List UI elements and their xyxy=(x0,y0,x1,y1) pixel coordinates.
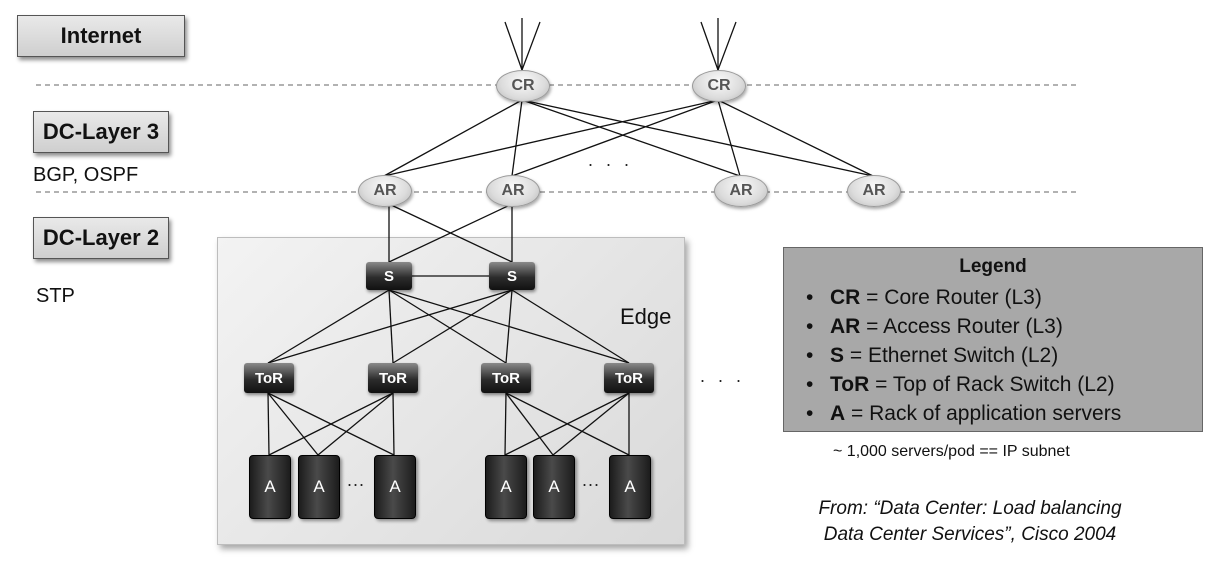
link-cr-ar xyxy=(717,99,741,177)
rack-5: A xyxy=(533,455,575,519)
link-cr-ar xyxy=(521,99,874,177)
rack-4: A xyxy=(485,455,527,519)
source-citation-line2: Data Center Services”, Cisco 2004 xyxy=(823,524,1117,545)
legend-list: • CR = Core Router (L3) • AR = Access Rout… xyxy=(806,283,1121,428)
edge-label: Edge xyxy=(620,304,672,329)
link-s-tor xyxy=(267,289,390,364)
tor-switch-2: ToR xyxy=(368,363,418,393)
bullet-icon: • xyxy=(806,344,814,367)
link-cr-ar xyxy=(521,99,741,177)
tor-switch-1: ToR xyxy=(244,363,294,393)
link-tor-rack xyxy=(392,392,395,456)
link-s-tor xyxy=(511,289,630,364)
link-cr-ar xyxy=(383,99,719,177)
link-cr-ar xyxy=(717,99,874,177)
link-cr-ar xyxy=(511,99,719,177)
legend-term: A xyxy=(830,402,846,425)
internet-label: Internet xyxy=(60,23,142,48)
access-router-2: AR xyxy=(486,175,540,207)
pod-ellipsis: . . . xyxy=(700,366,746,386)
link-cr-ar xyxy=(383,99,523,177)
link-s-tor xyxy=(267,289,513,364)
legend-desc: = Top of Rack Switch (L2) xyxy=(869,373,1115,396)
tor-switch-3: ToR xyxy=(481,363,531,393)
access-router-3: AR xyxy=(714,175,768,207)
access-router-4: AR xyxy=(847,175,901,207)
switch-1: S xyxy=(366,262,412,290)
rack-6: A xyxy=(609,455,651,519)
link-s-tor xyxy=(388,289,507,364)
legend-desc: = Rack of application servers xyxy=(845,402,1122,425)
core-ellipsis: . . . xyxy=(588,150,634,170)
dc-layer2-label-box: DC-Layer 2 xyxy=(33,217,169,259)
bullet-icon: • xyxy=(806,373,814,396)
source-citation-line1: From: “Data Center: Load balancing xyxy=(818,498,1122,519)
legend-box: Legend • CR = Core Router (L3) • AR = Acce… xyxy=(783,247,1203,432)
link-tor-rack xyxy=(504,392,507,456)
core-router-1: CR xyxy=(496,70,550,102)
rack-ellipsis-left: ... xyxy=(347,470,366,490)
tor-switch-4: ToR xyxy=(604,363,654,393)
bullet-icon: • xyxy=(806,315,814,338)
link-tor-rack xyxy=(552,392,630,456)
rack-2: A xyxy=(298,455,340,519)
link-tor-rack xyxy=(267,392,319,456)
legend-desc: = Core Router (L3) xyxy=(860,286,1042,309)
legend-item: • AR = Access Router (L3) xyxy=(806,312,1121,341)
legend-title: Legend xyxy=(959,256,1027,277)
link-tor-rack xyxy=(267,392,270,456)
legend-item: • S = Ethernet Switch (L2) xyxy=(806,341,1121,370)
rack-1: A xyxy=(249,455,291,519)
dc-layer2-label: DC-Layer 2 xyxy=(42,225,160,250)
link-s-tor xyxy=(392,289,513,364)
bullet-icon: • xyxy=(806,286,814,309)
antenna-line xyxy=(521,21,541,71)
legend-item: • ToR = Top of Rack Switch (L2) xyxy=(806,370,1121,399)
core-router-2: CR xyxy=(692,70,746,102)
link-ar-s xyxy=(388,203,513,263)
antenna-line xyxy=(700,21,719,71)
bgp-ospf-text: BGP, OSPF xyxy=(33,164,139,186)
dc-layer3-label-box: DC-Layer 3 xyxy=(33,111,169,153)
switch-2: S xyxy=(489,262,535,290)
legend-term: ToR xyxy=(830,373,870,396)
link-cr-ar xyxy=(511,99,523,177)
internet-label-box: Internet xyxy=(17,15,185,57)
link-tor-rack xyxy=(317,392,394,456)
access-router-1: AR xyxy=(358,175,412,207)
link-tor-rack xyxy=(268,392,394,456)
legend-term: CR xyxy=(830,286,861,309)
legend-desc: = Access Router (L3) xyxy=(860,315,1063,338)
legend-item: • A = Rack of application servers xyxy=(806,399,1121,428)
antenna-line xyxy=(717,21,737,71)
link-tor-rack xyxy=(504,392,630,456)
link-s-tor xyxy=(505,289,513,364)
bullet-icon: • xyxy=(806,402,814,425)
link-tor-rack xyxy=(505,392,554,456)
rack-ellipsis-right: ... xyxy=(582,470,601,490)
dc-layer3-label: DC-Layer 3 xyxy=(42,119,160,144)
legend-term: AR xyxy=(830,315,861,338)
legend-desc: = Ethernet Switch (L2) xyxy=(844,344,1059,367)
stp-text: STP xyxy=(36,285,75,307)
pod-size-note: ~ 1,000 servers/pod == IP subnet xyxy=(833,443,1070,460)
legend-item: • CR = Core Router (L3) xyxy=(806,283,1121,312)
pod-container xyxy=(217,237,685,545)
antenna-line xyxy=(504,21,523,71)
rack-3: A xyxy=(374,455,416,519)
legend-term: S xyxy=(830,344,845,367)
